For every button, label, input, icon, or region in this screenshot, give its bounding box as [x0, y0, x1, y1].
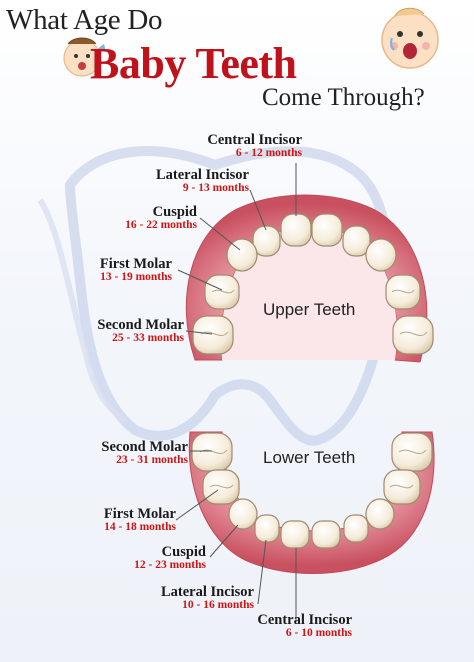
- tooth-name: Cuspid: [161, 544, 206, 560]
- upper-cuspid-label: Cuspid 16 - 22 months: [125, 205, 197, 231]
- lower-cuspid-label: Cuspid 12 - 23 months: [134, 545, 206, 571]
- tooth-months: 23 - 31 months: [116, 453, 188, 466]
- tooth-months: 6 - 10 months: [285, 626, 352, 639]
- tooth-months: 16 - 22 months: [125, 218, 197, 231]
- tooth-months: 6 - 12 months: [235, 146, 302, 159]
- upper-right-lateral-incisor: [252, 225, 281, 257]
- tooth-name: First Molar: [99, 256, 172, 272]
- tooth-months: 9 - 13 months: [182, 181, 249, 194]
- lower-right-central-incisor: [280, 520, 310, 549]
- tooth-outline-icon: [64, 146, 394, 446]
- tooth-name: Second Molar: [97, 317, 184, 333]
- tooth-name: Central Incisor: [257, 612, 352, 628]
- tooth-months: 12 - 23 months: [134, 558, 206, 571]
- upper-teeth: [192, 213, 434, 355]
- upper-first-molar-label: First Molar 13 - 19 months: [100, 257, 172, 283]
- tooth-name: Lateral Incisor: [155, 167, 249, 183]
- title-line-1: What Age Do: [6, 4, 163, 36]
- lower-right-lateral-incisor: [254, 514, 280, 543]
- tooth-name: First Molar: [103, 506, 176, 522]
- lower-second-molar-label: Second Molar 23 - 31 months: [101, 440, 188, 466]
- lower-right-first-molar: [202, 469, 240, 505]
- lower-right-second-molar: [191, 432, 233, 472]
- upper-teeth-label: Upper Teeth: [263, 300, 356, 319]
- tooth-months: 10 - 16 months: [182, 598, 254, 611]
- title-line-3: Come Through?: [262, 84, 425, 111]
- tooth-months: 25 - 33 months: [112, 331, 184, 344]
- tooth-name: Central Incisor: [207, 132, 302, 148]
- upper-second-molar-label: Second Molar 25 - 33 months: [97, 318, 184, 344]
- upper-right-second-molar: [192, 315, 234, 355]
- tooth-name: Cuspid: [152, 204, 197, 220]
- lower-lateral-incisor-label: Lateral Incisor 10 - 16 months: [161, 585, 254, 611]
- upper-right-central-incisor: [280, 213, 312, 247]
- lower-teeth: [191, 432, 433, 549]
- tooth-months: 13 - 19 months: [100, 270, 172, 283]
- lower-right-cuspid: [228, 498, 258, 530]
- baby-crying-icon: [381, 7, 439, 69]
- baby-teething-icon: [63, 37, 106, 77]
- upper-central-incisor-label: Central Incisor 6 - 12 months: [207, 133, 302, 159]
- lower-first-molar-label: First Molar 14 - 18 months: [104, 507, 176, 533]
- title-line-2: Baby Teeth: [90, 39, 297, 88]
- tooth-name: Second Molar: [101, 439, 188, 455]
- lower-teeth-label: Lower Teeth: [263, 448, 356, 467]
- upper-left-cuspid: [365, 238, 397, 272]
- upper-left-central-incisor: [311, 213, 343, 247]
- upper-lateral-incisor-label: Lateral Incisor 9 - 13 months: [156, 168, 249, 194]
- upper-left-second-molar: [392, 315, 434, 355]
- tooth-name: Lateral Incisor: [160, 584, 254, 600]
- lower-left-central-incisor: [311, 520, 341, 549]
- lower-left-lateral-incisor: [343, 514, 369, 543]
- upper-right-cuspid: [226, 238, 258, 272]
- upper-right-first-molar: [204, 274, 240, 310]
- upper-left-lateral-incisor: [342, 225, 371, 257]
- lower-left-cuspid: [365, 498, 395, 530]
- lower-central-incisor-label: Central Incisor 6 - 10 months: [257, 613, 352, 639]
- tooth-months: 14 - 18 months: [104, 520, 176, 533]
- leader-lines: [175, 163, 297, 622]
